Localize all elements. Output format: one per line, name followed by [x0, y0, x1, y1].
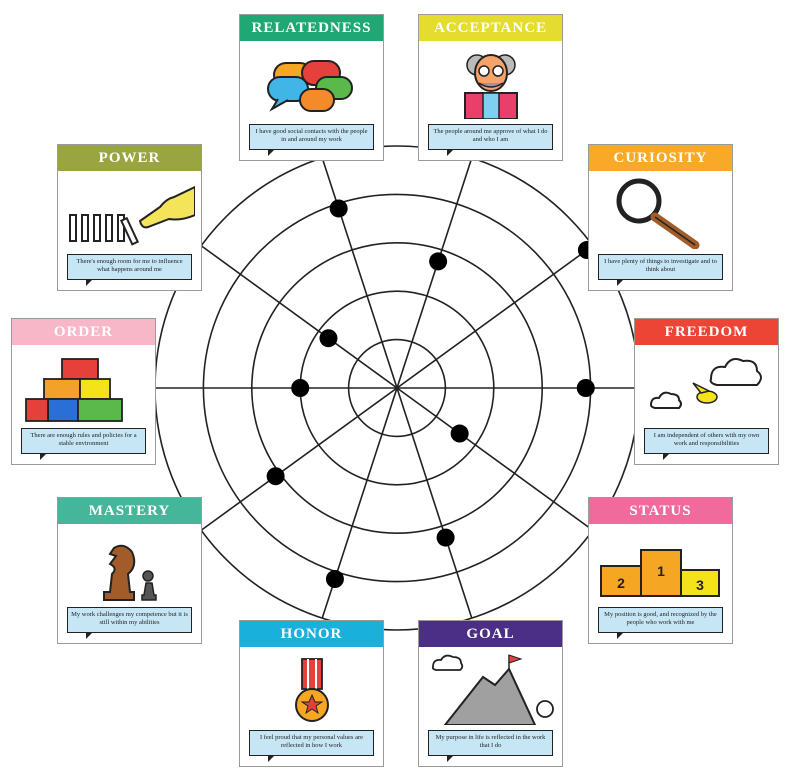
card-caption: There's enough room for me to influence … [67, 254, 192, 286]
card-title: POWER [58, 145, 201, 171]
speech-bubbles-icon [246, 47, 377, 119]
podium-icon: 2 1 3 [595, 530, 726, 602]
card-acceptance: ACCEPTANCE The people around me approve … [418, 14, 563, 161]
card-title: GOAL [419, 621, 562, 647]
score-dot-order[interactable] [291, 379, 310, 397]
card-caption: My work challenges my competence but it … [67, 607, 192, 639]
card-title: FREEDOM [635, 319, 778, 345]
card-title: STATUS [589, 498, 732, 524]
card-caption: I have plenty of things to investigate a… [598, 254, 723, 286]
bird-clouds-icon [641, 351, 772, 423]
card-caption: I am independent of others with my own w… [644, 428, 769, 460]
card-caption: The people around me approve of what I d… [428, 124, 553, 156]
score-dot-honor[interactable] [325, 570, 344, 589]
card-curiosity: CURIOSITY I have plenty of things to inv… [588, 144, 733, 291]
card-honor: HONOR I feel proud that my personal valu… [239, 620, 384, 767]
card-title: MASTERY [58, 498, 201, 524]
card-title: CURIOSITY [589, 145, 732, 171]
wheel-spoke-acceptance [396, 157, 473, 389]
card-status: STATUS 2 1 3 My position is good, and re… [588, 497, 733, 644]
card-title: RELATEDNESS [240, 15, 383, 41]
card-freedom: FREEDOM I am independent of others with … [634, 318, 779, 465]
card-caption: There are enough rules and policies for … [21, 428, 146, 460]
card-caption: I have good social contacts with the peo… [249, 124, 374, 156]
wheel-spoke-goal [396, 387, 473, 619]
score-dot-power[interactable] [319, 329, 338, 348]
score-dot-status[interactable] [450, 424, 469, 443]
card-caption: My purpose in life is reflected in the w… [428, 730, 553, 762]
card-title: HONOR [240, 621, 383, 647]
hand-dominoes-icon [64, 177, 196, 249]
card-caption: I feel proud that my personal values are… [249, 730, 374, 762]
card-mastery: MASTERY My work challenges my competence… [57, 497, 202, 644]
card-order: ORDER There are enough rules and policie… [11, 318, 156, 465]
wheel-spoke-status [396, 387, 594, 531]
medal-icon [246, 653, 377, 725]
wheel-spoke-mastery [200, 387, 398, 531]
wheel-spokes [155, 157, 639, 619]
score-dot-acceptance[interactable] [429, 252, 448, 271]
chess-pieces-icon [64, 530, 195, 602]
wheel-spoke-relatedness [321, 157, 398, 389]
wheel-spoke-power [200, 245, 398, 389]
score-dot-goal[interactable] [436, 528, 455, 547]
card-power: POWER There's enough room for me to infl… [57, 144, 202, 291]
podium-first: 1 [657, 563, 665, 579]
card-title: ORDER [12, 319, 155, 345]
score-dot-relatedness[interactable] [329, 199, 348, 218]
score-dots [266, 199, 596, 589]
card-relatedness: RELATEDNESS I have good social contacts … [239, 14, 384, 161]
podium-second: 2 [617, 575, 625, 591]
score-dot-freedom[interactable] [576, 379, 595, 397]
podium-third: 3 [696, 577, 704, 593]
score-dot-mastery[interactable] [266, 467, 285, 486]
card-caption: My position is good, and recognized by t… [598, 607, 723, 639]
card-goal: GOAL My purpose in life is reflected in … [418, 620, 563, 767]
magnifying-glass-icon [595, 177, 726, 250]
building-blocks-icon [18, 351, 149, 423]
mountain-flag-icon [425, 653, 556, 726]
professor-icon [425, 47, 556, 120]
wheel-spoke-curiosity [396, 245, 594, 389]
card-title: ACCEPTANCE [419, 15, 562, 41]
